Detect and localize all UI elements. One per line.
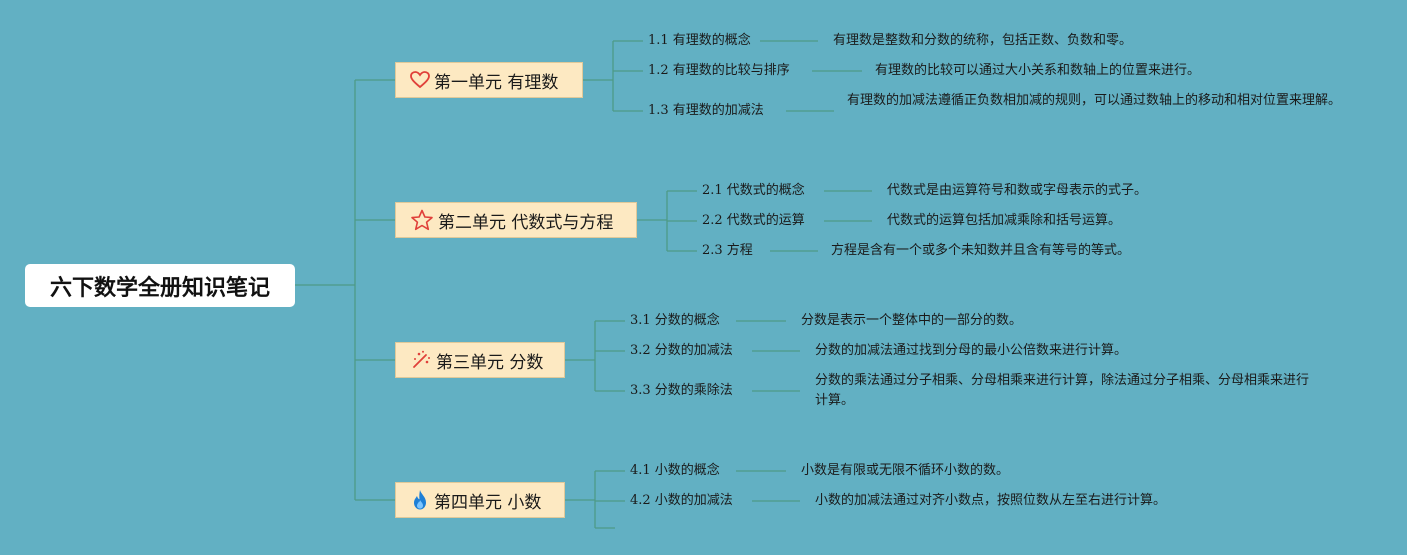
unit-title: 第四单元 小数 [434, 492, 542, 513]
topic-label[interactable]: 3.3 分数的乘除法 [630, 383, 733, 398]
flame-icon [414, 490, 426, 510]
topic-description: 小数的加减法通过对齐小数点，按照位数从左至右进行计算。 [815, 493, 1167, 508]
topic-description: 分数的乘法通过分子相乘、分母相乘来进行计算，除法通过分子相乘、分母相乘来进行计算… [815, 373, 1310, 408]
topic-label[interactable]: 1.3 有理数的加减法 [648, 103, 764, 118]
topic-label[interactable]: 1.1 有理数的概念 [648, 33, 751, 48]
root-node[interactable]: 六下数学全册知识笔记 [25, 264, 295, 307]
topic-label[interactable]: 2.1 代数式的概念 [702, 183, 805, 198]
topic-description: 代数式是由运算符号和数或字母表示的式子。 [887, 183, 1148, 198]
unit-title: 第三单元 分数 [436, 352, 544, 373]
topic-label[interactable]: 4.2 小数的加减法 [630, 493, 733, 508]
topic-description: 分数是表示一个整体中的一部分的数。 [801, 313, 1023, 328]
root-title: 六下数学全册知识笔记 [49, 275, 270, 301]
topic-label[interactable]: 1.2 有理数的比较与排序 [648, 63, 790, 78]
unit-node-2[interactable]: 第二单元 代数式与方程 [395, 202, 637, 238]
unit-title: 第一单元 有理数 [434, 72, 559, 93]
topic-description: 有理数的比较可以通过大小关系和数轴上的位置来进行。 [875, 63, 1201, 78]
sparkle-icon [413, 350, 430, 368]
topic-description: 代数式的运算包括加减乘除和括号运算。 [887, 213, 1122, 228]
star-icon [411, 209, 433, 231]
unit-node-4[interactable]: 第四单元 小数 [395, 482, 565, 518]
topic-label[interactable]: 3.1 分数的概念 [630, 313, 720, 328]
topic-description: 分数的加减法通过找到分母的最小公倍数来进行计算。 [815, 343, 1128, 358]
unit-title: 第二单元 代数式与方程 [438, 212, 614, 233]
topic-label[interactable]: 3.2 分数的加减法 [630, 343, 733, 358]
topic-label[interactable]: 2.3 方程 [702, 243, 753, 258]
topic-description: 有理数的加减法遵循正负数相加减的规则，可以通过数轴上的移动和相对位置来理解。 [847, 93, 1342, 108]
unit-node-3[interactable]: 第三单元 分数 [395, 342, 565, 378]
topic-description: 方程是含有一个或多个未知数并且含有等号的等式。 [831, 243, 1131, 258]
unit-node-1[interactable]: 第一单元 有理数 [395, 62, 583, 98]
topic-description: 有理数是整数和分数的统称，包括正数、负数和零。 [833, 33, 1133, 48]
heart-icon [410, 71, 430, 89]
topic-label[interactable]: 4.1 小数的概念 [630, 463, 720, 478]
topic-label[interactable]: 2.2 代数式的运算 [702, 213, 805, 228]
topic-description: 小数是有限或无限不循环小数的数。 [801, 463, 1010, 478]
